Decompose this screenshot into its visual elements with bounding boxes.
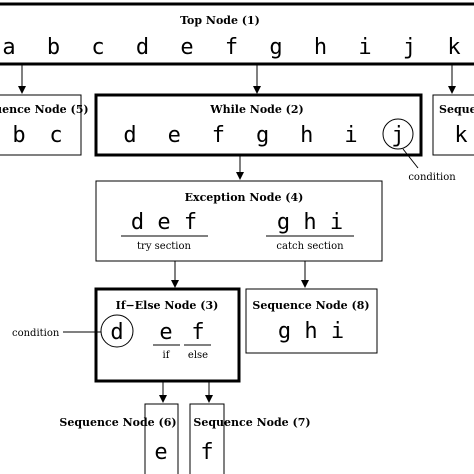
sequence-node-8-box	[245, 288, 378, 354]
while-node-letter-4: g	[256, 123, 269, 148]
top-node-letter-1: a	[2, 35, 15, 60]
top-node-letter-9: i	[358, 35, 371, 60]
top-node-box	[0, 2, 474, 66]
while-node-letter-3: f	[212, 123, 225, 148]
try-section-label: try section	[137, 241, 192, 252]
sequence-node-right-title: Sequence Node	[439, 103, 474, 116]
sequence-node-8-title: Sequence Node (8)	[252, 299, 369, 312]
if-branch-letter: e	[159, 320, 172, 345]
while-node: While Node (2) d e f g h i j	[94, 93, 423, 157]
while-node-box	[94, 93, 423, 157]
condition-label-2: condition	[12, 328, 60, 339]
top-node-letter-3: c	[91, 35, 104, 60]
condition-pointer-1	[402, 148, 419, 169]
top-node-letter-7: g	[269, 35, 282, 60]
exception-node-box	[95, 180, 383, 262]
ifelse-condition-circle	[100, 314, 134, 348]
exception-node-title: Exception Node (4)	[185, 191, 304, 204]
sequence-node-6-letter: e	[154, 440, 167, 465]
while-node-letter-6: i	[344, 123, 357, 148]
while-node-letter-1: d	[123, 123, 136, 148]
sequence-node-6-title: Sequence Node (6)	[59, 416, 176, 429]
sequence-node-5-letter-2: c	[49, 123, 62, 148]
sequence-node-7-box	[189, 403, 225, 474]
try-section-letters: d e f	[131, 210, 197, 235]
while-node-title: While Node (2)	[209, 103, 304, 116]
while-node-letters: d e f g h i	[123, 123, 357, 148]
catch-section-letters: g h i	[277, 210, 343, 235]
sequence-node-6-box	[144, 403, 179, 474]
ifelse-node-title: If−Else Node (3)	[116, 299, 219, 312]
sequence-node-7-letter: f	[200, 440, 213, 465]
sequence-node-8: Sequence Node (8) g h i	[245, 288, 378, 354]
sequence-node-8-letters: g h i	[278, 319, 344, 344]
top-node-letter-4: d	[136, 35, 149, 60]
while-condition-circle	[382, 118, 414, 150]
while-condition-letter: j	[391, 123, 404, 148]
top-node-letter-5: e	[180, 35, 193, 60]
ifelse-node-box	[94, 287, 241, 383]
ifelse-node: If−Else Node (3) d e if f else	[94, 287, 241, 383]
catch-section-label: catch section	[276, 241, 344, 252]
top-node: Top Node (1) a b c d e f g h i j k	[0, 2, 474, 66]
sequence-node-7-title: Sequence Node (7)	[193, 416, 310, 429]
sequence-node-5-title: Sequence Node (5)	[0, 103, 89, 116]
sequence-node-5-box	[0, 94, 82, 156]
top-node-letter-2: b	[47, 35, 60, 60]
sequence-node-right-box	[432, 94, 474, 156]
sequence-node-right-letter: k	[454, 123, 467, 148]
top-node-letter-6: f	[225, 35, 238, 60]
while-node-letter-5: h	[300, 123, 313, 148]
else-branch-label: else	[188, 350, 208, 361]
exception-node: Exception Node (4) d e f try section g h…	[95, 180, 383, 262]
sequence-node-5: Sequence Node (5) b c	[0, 94, 89, 156]
if-branch-label: if	[163, 350, 171, 361]
top-node-letters: a b c d e f g h i j k	[2, 35, 460, 60]
sequence-node-5-letter-1: b	[12, 123, 25, 148]
top-node-letter-8: h	[314, 35, 327, 60]
while-node-letter-2: e	[168, 123, 181, 148]
top-node-title: Top Node (1)	[180, 14, 260, 27]
sequence-node-6: Sequence Node (6) e	[59, 403, 179, 474]
top-node-letter-11: k	[447, 35, 460, 60]
ifelse-condition-letter: d	[110, 320, 123, 345]
sequence-node-right: Sequence Node k	[432, 94, 474, 156]
else-branch-letter: f	[191, 320, 204, 345]
condition-label-1: condition	[408, 172, 456, 183]
top-node-letter-10: j	[403, 35, 416, 60]
sequence-node-7: Sequence Node (7) f	[189, 403, 311, 474]
